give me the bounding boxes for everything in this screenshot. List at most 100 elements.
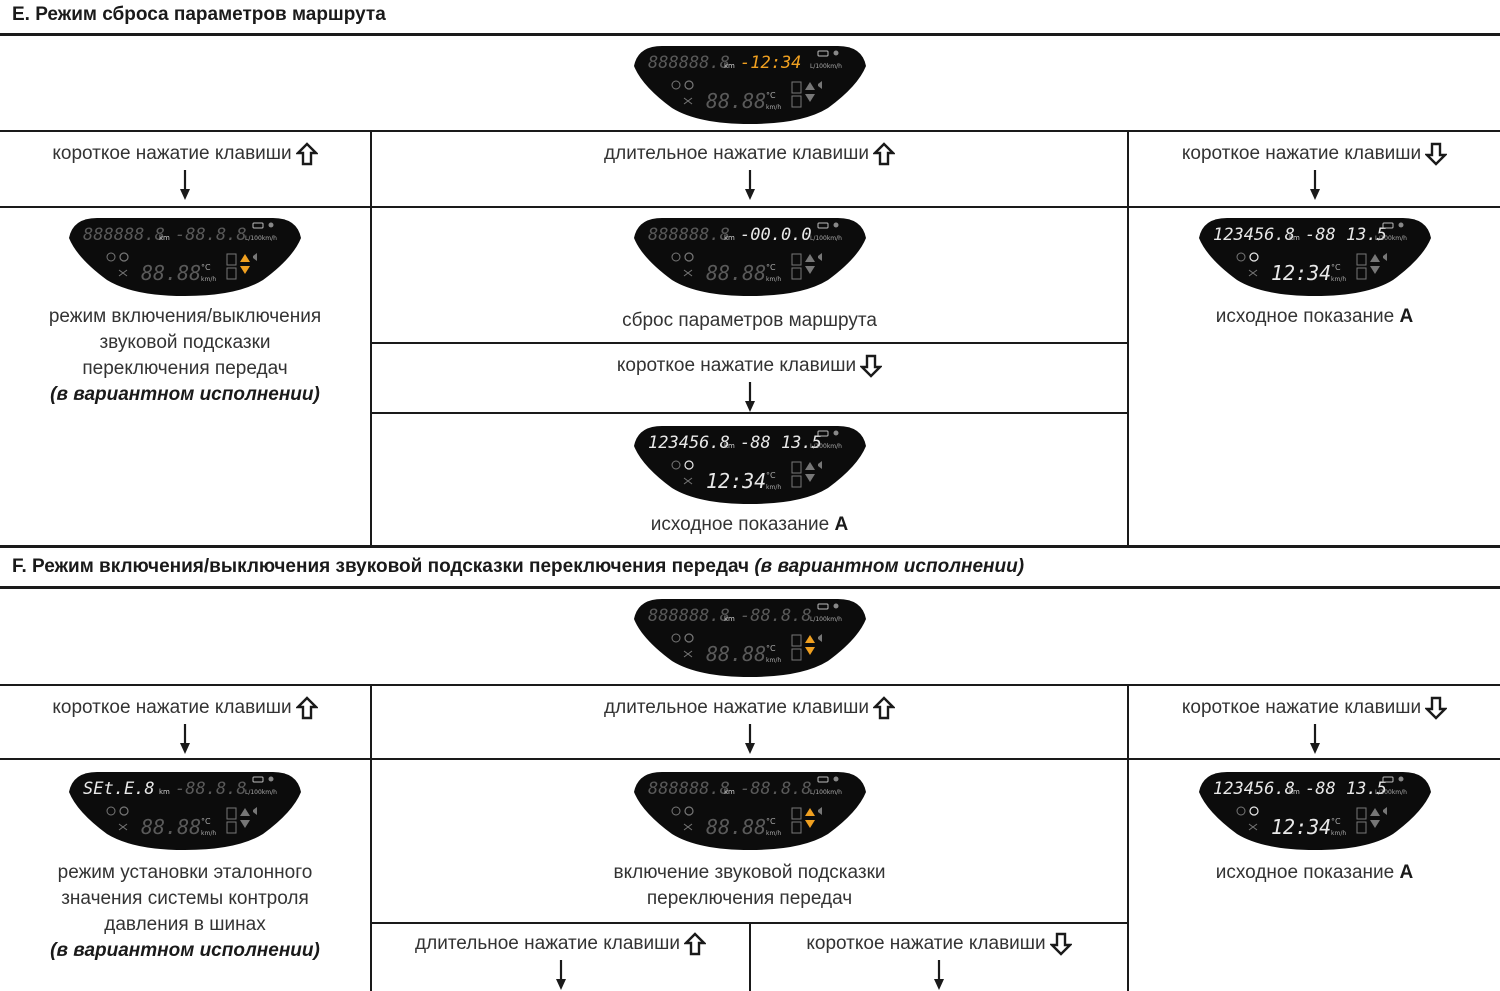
lcd-body <box>633 218 866 296</box>
lcd-temp-unit: °C <box>766 644 776 653</box>
down-arrow-icon <box>1308 724 1322 754</box>
lcd-shift-down-icon <box>805 94 815 102</box>
lcd-indicator-icon <box>833 50 839 56</box>
lcd-trip-value: -88.8.8 <box>740 606 812 626</box>
lcd-shift-up-icon <box>804 254 815 262</box>
lcd-consumption-unit: L/100km/h <box>245 235 277 242</box>
lcd-display-e-col2-initial: 123456.8km-88 13.5L/100km/h12:34°Ckm/h <box>633 426 866 504</box>
lcd-odometer: 888888.8 <box>648 606 730 626</box>
lcd-shift-up-icon <box>804 462 815 470</box>
lcd-indicator-icon <box>833 603 839 609</box>
lcd-speed-unit: km/h <box>1331 830 1346 837</box>
lcd-clock-icon <box>683 252 694 262</box>
lcd-display-e-col2: 888888.8km-00.0.0L/100km/h88.88°Ckm/h <box>633 218 866 296</box>
lcd-display-f-col2: 888888.8km-88.8.8L/100km/h88.88°Ckm/h <box>633 772 866 850</box>
lcd-trip-value: -88 13.5 <box>1305 779 1387 799</box>
lcd-temp-unit: °C <box>766 263 776 272</box>
press-label: длительное нажатие клавиши <box>604 697 869 718</box>
lcd-indicator-icon <box>268 222 274 228</box>
lcd-bell-off-icon <box>118 269 128 277</box>
lcd-shift-up-icon <box>1369 254 1380 262</box>
lcd-indicator-icon <box>833 222 838 228</box>
down-key-icon <box>1425 142 1447 166</box>
lcd-display-e-col1: 888888.8km-88.8.8L/100km/h88.88°Ckm/h <box>69 218 301 296</box>
column-divider <box>1127 130 1129 546</box>
press-instruction: короткое нажатие клавиши <box>1182 142 1447 166</box>
lcd-bell-off-icon <box>683 650 693 658</box>
lcd-consumption-unit: L/100km/h <box>810 63 842 70</box>
lcd-speed-unit: km/h <box>766 104 781 111</box>
lcd-body <box>69 218 301 296</box>
lcd-odometer: 123456.8 <box>1213 779 1295 799</box>
section-f-title: F. Режим включения/выключения звуковой п… <box>12 556 1024 578</box>
lcd-gear-box-icon <box>791 634 802 647</box>
caption-line: звуковой подсказки <box>99 332 271 353</box>
f-col2-caption: включение звуковой подсказки переключени… <box>613 860 885 912</box>
lcd-service-icon <box>1236 252 1245 262</box>
lcd-odometer: 888888.8 <box>648 53 730 73</box>
lcd-km-unit: km <box>724 788 735 796</box>
column-divider <box>370 684 372 991</box>
lcd-speaker-icon <box>253 807 257 815</box>
divider <box>0 586 1500 589</box>
lcd-bottom-value: 88.88 <box>141 815 201 839</box>
lcd-consumption-unit: L/100km/h <box>810 789 842 796</box>
lcd-odometer: 888888.8 <box>648 779 730 799</box>
caption-letter: A <box>834 514 849 535</box>
down-arrow-icon <box>743 170 757 200</box>
lcd-temp-unit: °C <box>201 263 211 272</box>
lcd-body <box>69 772 301 850</box>
press-instruction: короткое нажатие клавиши <box>52 696 317 720</box>
caption-text: исходное показание <box>1215 862 1395 883</box>
lcd-gear-box-icon <box>226 807 237 820</box>
e-col3-press-cell: короткое нажатие клавиши <box>1129 132 1500 206</box>
lcd-odometer: 888888.8 <box>648 225 730 245</box>
lcd-trip-value: -88 13.5 <box>1305 225 1387 245</box>
down-key-icon <box>1050 932 1072 956</box>
press-instruction: короткое нажатие клавиши <box>617 354 882 378</box>
lcd-km-unit: km <box>1289 234 1300 242</box>
lcd-gear-box-icon <box>1356 267 1366 280</box>
lcd-service-icon <box>671 252 680 262</box>
lcd-service-icon <box>1236 806 1245 816</box>
lcd-speed-unit: km/h <box>766 276 781 283</box>
f-col2-sub-right-cell: короткое нажатие клавиши <box>751 926 1127 991</box>
lcd-gear-box-icon <box>791 461 801 474</box>
lcd-service-icon <box>671 80 681 90</box>
lcd-speaker-icon <box>818 81 822 89</box>
section-e-title-text: E. Режим сброса параметров маршрута <box>12 4 386 25</box>
lcd-trip-value: -12:34 <box>740 53 801 73</box>
lcd-temp-unit: °C <box>766 817 776 826</box>
lcd-consumption-unit: L/100km/h <box>810 235 842 242</box>
lcd-odometer: SEt.E.8 <box>83 779 155 799</box>
caption-text: исходное показание <box>650 514 830 535</box>
lcd-service-icon <box>671 806 680 816</box>
lcd-car-icon <box>1382 776 1393 783</box>
divider <box>0 684 1500 686</box>
lcd-car-icon <box>252 222 264 229</box>
up-key-icon <box>684 932 706 956</box>
lcd-gear-box-icon <box>1356 253 1366 266</box>
lcd-temp-unit: °C <box>766 91 776 100</box>
column-divider <box>1127 684 1129 991</box>
e-col2-press2-cell: короткое нажатие клавиши <box>372 344 1127 412</box>
lcd-gear-box-icon <box>791 475 801 488</box>
down-arrow-icon <box>743 724 757 754</box>
lcd-gear-box-icon <box>791 807 801 820</box>
lcd-shift-up-icon <box>805 635 815 643</box>
divider <box>372 412 1127 414</box>
lcd-display-f-col3: 123456.8km-88 13.5L/100km/h12:34°Ckm/h <box>1198 772 1431 850</box>
lcd-trip-value: -00.0.0 <box>740 225 812 245</box>
lcd-speed-unit: km/h <box>766 830 781 837</box>
lcd-service-icon <box>671 460 680 470</box>
f-col3-caption: исходное показание A <box>1216 860 1413 886</box>
column-divider <box>370 130 372 546</box>
lcd-body <box>1198 218 1431 296</box>
lcd-speaker-icon <box>817 253 822 261</box>
lcd-km-unit: km <box>724 234 735 242</box>
lcd-gear-box-icon <box>1356 807 1366 820</box>
